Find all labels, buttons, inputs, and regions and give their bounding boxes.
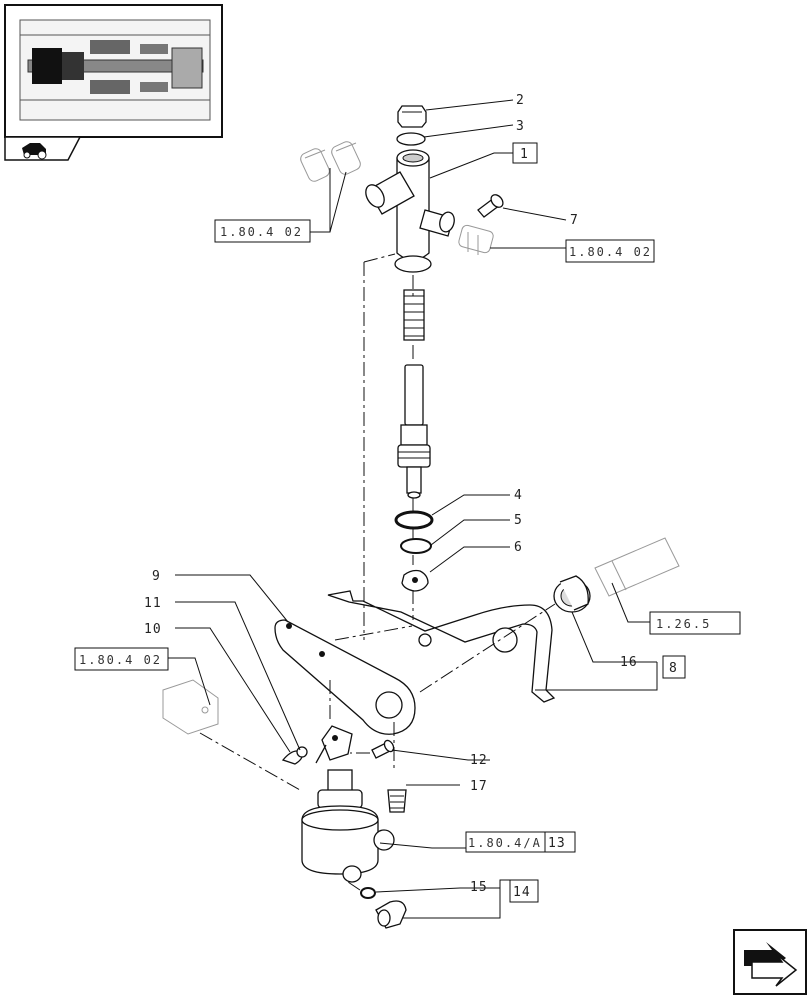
assembly-thumbnail	[4, 4, 223, 161]
callout-2: 2	[516, 93, 525, 108]
callout-13: 13	[548, 836, 566, 851]
callout-7: 7	[570, 213, 579, 228]
bushing-part-16[interactable]	[553, 575, 591, 613]
retaining-ring-part-5[interactable]	[400, 538, 432, 554]
callout-16: 16	[620, 655, 638, 670]
callout-17: 17	[470, 779, 488, 794]
ghost-bracket	[162, 679, 219, 735]
ref-box-shaft[interactable]: 1.26.5	[649, 611, 741, 635]
ref-box-top-left[interactable]: 1.80.4 02	[214, 219, 311, 243]
ref-left-label: 1.80.4 02	[79, 653, 162, 667]
callout-14-box[interactable]: 14	[509, 879, 539, 903]
ref-top-right-label: 1.80.4 02	[569, 245, 652, 259]
callout-8-box[interactable]: 8	[662, 655, 686, 679]
actuator-cylinder-part-13[interactable]	[301, 769, 395, 883]
o-ring-part-4[interactable]	[394, 510, 434, 530]
leader-lines	[165, 99, 658, 919]
center-lines	[199, 253, 556, 891]
ghost-plug-right	[458, 224, 494, 255]
valve-body-part-1[interactable]	[362, 149, 456, 273]
callout-labels: 2 3 1 7 4 5 6 9 11 10 16 8 12 17 13 15 1…	[144, 93, 686, 903]
reference-boxes: 1.80.4 02 1.80.4 02 1.80.4 02 1.26.5 1.8…	[74, 219, 741, 853]
ref-box-left[interactable]: 1.80.4 02	[74, 647, 169, 671]
callout-1-box[interactable]: 1	[512, 142, 538, 164]
callout-6: 6	[514, 540, 523, 555]
valve-cap-part-2[interactable]	[397, 105, 427, 128]
callout-8: 8	[669, 661, 678, 676]
transmission-cutaway-thumbnail	[19, 19, 211, 121]
clip-part-6[interactable]	[401, 569, 429, 592]
ref-shaft-label: 1.26.5	[656, 617, 711, 631]
next-page-arrow-icon[interactable]	[733, 929, 807, 995]
callout-5: 5	[514, 513, 523, 528]
screw-part-17[interactable]	[387, 789, 407, 813]
ghost-shaft	[594, 537, 680, 597]
callout-15: 15	[470, 880, 488, 895]
spring[interactable]	[403, 289, 425, 341]
washer-part-11[interactable]	[296, 746, 308, 758]
callout-11: 11	[144, 596, 162, 611]
elbow-fitting-part-14[interactable]	[375, 900, 407, 929]
ref-box-top-right[interactable]: 1.80.4 02	[565, 239, 655, 263]
bolt-part-12[interactable]	[371, 739, 395, 759]
ghost-plugs-left	[300, 141, 361, 182]
callout-9: 9	[152, 569, 161, 584]
ref-cylinder-label: 1.80.4/A	[468, 836, 542, 850]
lever-arm-part-8[interactable]	[327, 590, 556, 703]
callout-3: 3	[516, 119, 525, 134]
callout-10: 10	[144, 622, 162, 637]
callout-12: 12	[470, 753, 488, 768]
callout-1: 1	[520, 147, 529, 162]
screw-part-7[interactable]	[477, 192, 505, 218]
ref-top-left-label: 1.80.4 02	[220, 225, 303, 239]
ref-box-cylinder[interactable]: 1.80.4/A	[465, 831, 546, 853]
callout-13-box[interactable]: 13	[544, 831, 576, 853]
tractor-section-icon[interactable]	[4, 136, 82, 161]
valve-spool[interactable]	[397, 364, 431, 499]
lever-part-9[interactable]	[274, 619, 416, 735]
seal-ring-part-15[interactable]	[360, 887, 376, 899]
o-ring-part-3[interactable]	[396, 132, 426, 146]
callout-4: 4	[514, 488, 523, 503]
callout-14: 14	[513, 885, 531, 900]
clevis-fork[interactable]	[315, 725, 353, 764]
